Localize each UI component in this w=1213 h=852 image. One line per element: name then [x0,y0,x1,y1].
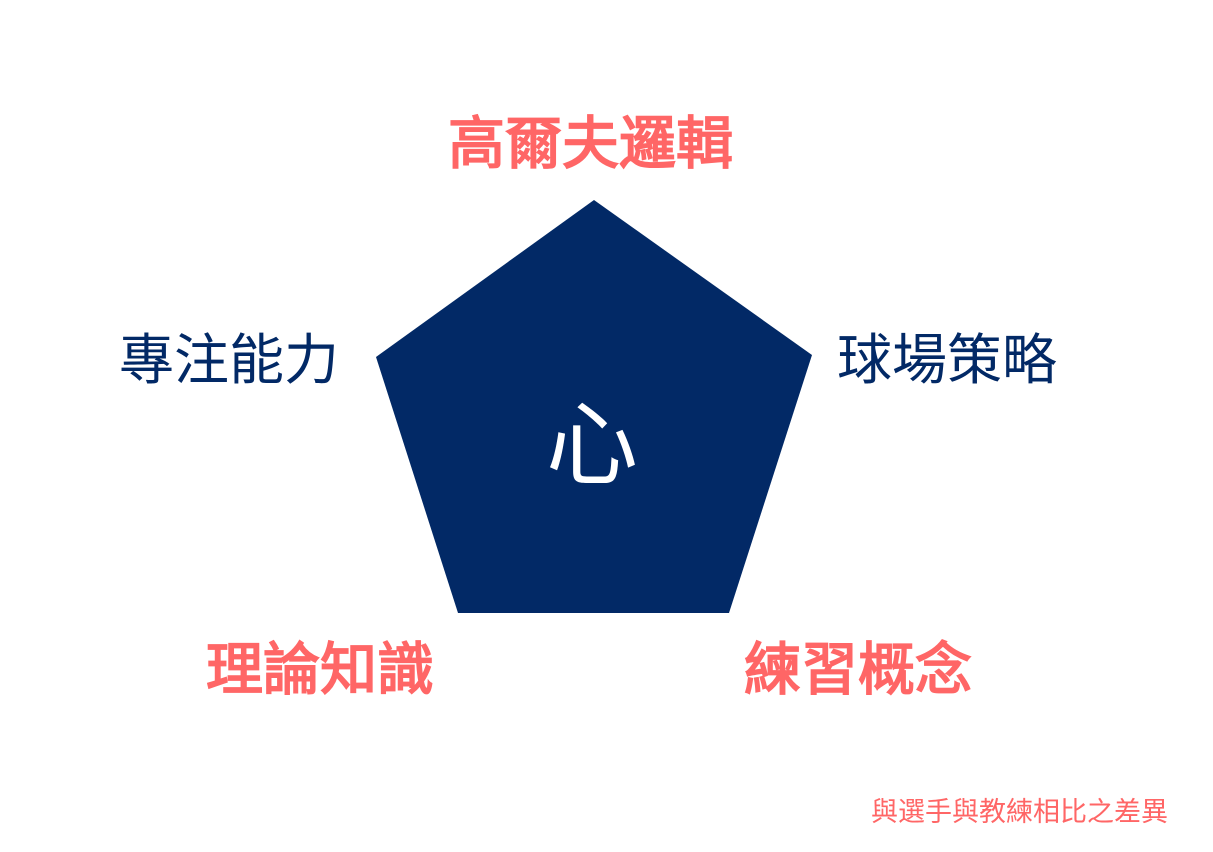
label-right: 球場策略 [837,328,1058,392]
label-left: 專注能力 [119,328,340,392]
label-bottom-left: 理論知識 [206,637,434,703]
pentagon-shape [376,200,812,613]
label-top: 高爾夫邏輯 [448,111,733,177]
center-label: 心 [546,392,639,499]
label-bottom-right: 練習概念 [744,637,972,703]
footnote: 與選手與教練相比之差異 [871,797,1168,828]
